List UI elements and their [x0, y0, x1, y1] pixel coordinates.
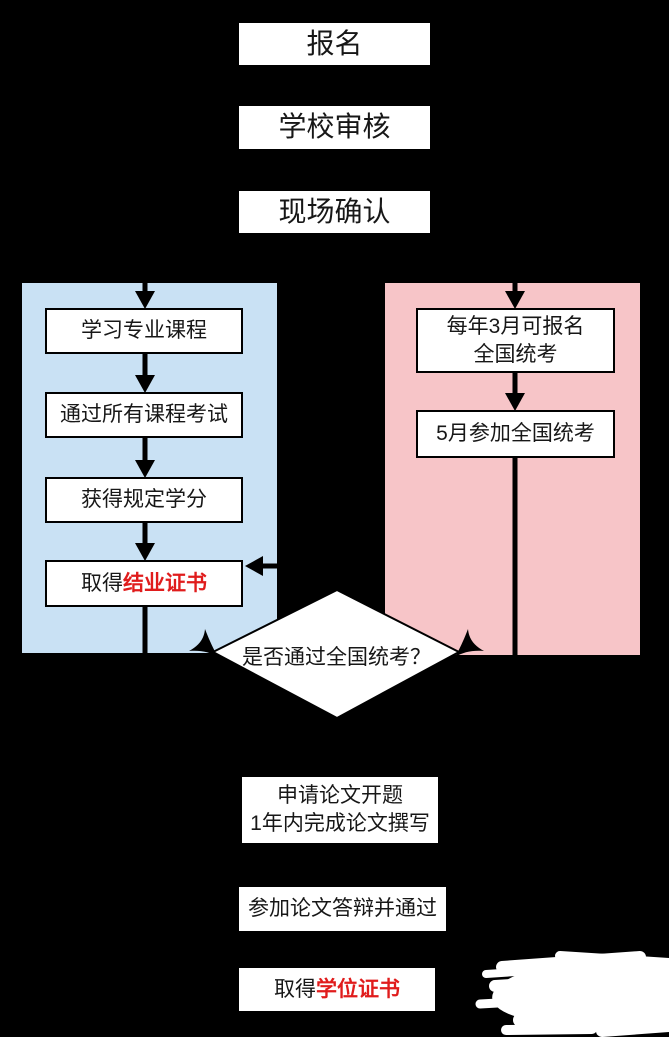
arrowhead-into-completion-left	[245, 556, 263, 576]
scribble-mark	[475, 951, 669, 1037]
step-degree-cert: 取得学位证书	[237, 966, 437, 1013]
step-completion-cert-label: 取得结业证书	[81, 570, 207, 598]
step-thesis-line1: 申请论文开题	[277, 784, 403, 808]
arrowhead-into-march-signup	[505, 291, 525, 309]
step-march-signup: 每年3月可报名 全国统考	[416, 308, 615, 373]
step-may-exam: 5月参加全国统考	[416, 410, 615, 458]
step-study-course-label: 学习专业课程	[81, 319, 207, 343]
step-study-course: 学习专业课程	[45, 308, 243, 354]
arrowhead-into-diamond-right	[455, 629, 484, 657]
completion-highlight: 结业证书	[123, 571, 207, 595]
step-signup-label: 报名	[306, 27, 363, 59]
arrowhead-into-diamond-left	[189, 629, 218, 657]
step-school-review: 学校审核	[237, 104, 432, 151]
arrowhead-into-may-exam	[505, 393, 525, 411]
arrowhead-into-study	[135, 291, 155, 309]
step-thesis: 申请论文开题 1年内完成论文撰写	[240, 775, 440, 845]
step-march-signup-line2: 全国统考	[473, 342, 558, 366]
step-thesis-line2: 1年内完成论文撰写	[250, 812, 430, 835]
step-march-signup-line1: 每年3月可报名	[446, 314, 585, 338]
step-onsite-confirm-label: 现场确认	[278, 195, 391, 227]
step-defense-label: 参加论文答辩并通过	[248, 897, 437, 921]
step-completion-cert: 取得结业证书	[45, 560, 243, 607]
step-pass-all-exams: 通过所有课程考试	[45, 392, 243, 438]
arrowhead-into-pass	[135, 375, 155, 393]
step-signup: 报名	[237, 21, 432, 67]
step-defense: 参加论文答辩并通过	[237, 885, 448, 933]
step-onsite-confirm: 现场确认	[237, 189, 432, 235]
degree-prefix: 取得	[274, 977, 316, 1001]
arrowhead-into-completion	[135, 543, 155, 561]
step-may-exam-label: 5月参加全国统考	[436, 422, 595, 446]
step-degree-cert-label: 取得学位证书	[274, 976, 400, 1004]
decision-label: 是否通过全国统考？	[242, 646, 431, 669]
arrowhead-into-credits	[135, 460, 155, 478]
completion-prefix: 取得	[81, 571, 123, 595]
step-pass-all-exams-label: 通过所有课程考试	[60, 403, 228, 427]
step-school-review-label: 学校审核	[278, 111, 391, 143]
step-earn-credits: 获得规定学分	[45, 477, 243, 523]
degree-highlight: 学位证书	[316, 977, 400, 1001]
step-earn-credits-label: 获得规定学分	[81, 488, 207, 512]
